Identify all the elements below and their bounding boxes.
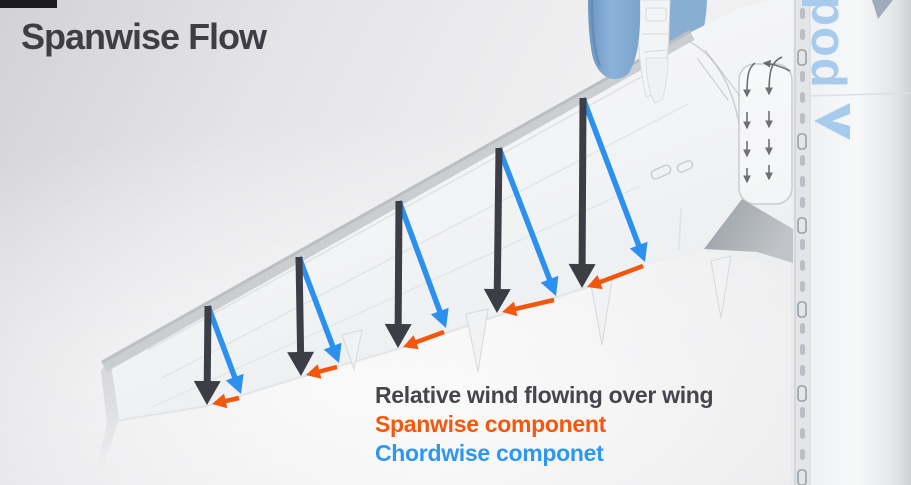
relative-wind-arrow [193, 305, 221, 405]
wing-access-slots [650, 160, 694, 180]
spanwise-component-arrow [587, 263, 644, 290]
tail-silhouette [872, 0, 893, 19]
vector-triad [287, 256, 342, 379]
flap-fairings [341, 255, 732, 373]
flap-fairing [465, 308, 489, 373]
engine-nacelle [588, 0, 671, 104]
chordwise-component-arrow [580, 97, 648, 262]
wing [95, 0, 793, 477]
root-wires [696, 49, 741, 101]
spanwise-component-arrow [502, 297, 555, 317]
wingtip [95, 357, 119, 477]
flap-fairing [341, 329, 363, 371]
legend: Relative wind flowing over wing Spanwise… [375, 381, 714, 468]
legend-spanwise: Spanwise component [375, 411, 607, 437]
relative-wind-arrow [568, 97, 596, 288]
spanwise-component-arrow [306, 364, 338, 379]
flow-direction-arrows [743, 56, 791, 184]
vector-triads-layer [193, 97, 648, 409]
relative-wind-arrow [483, 147, 511, 313]
wing-underside [101, 0, 793, 421]
corner-bar [0, 0, 57, 8]
chordwise-component-arrow [496, 147, 559, 296]
chordwise-component-arrow [396, 200, 449, 328]
legend-relative-wind: Relative wind flowing over wing [375, 382, 714, 408]
page-title: Spanwise Flow [21, 16, 267, 57]
pod-livery-text: pod [801, 0, 855, 89]
fuselage-panel-joint [808, 92, 911, 97]
flap-fairing [710, 255, 732, 319]
chordwise-component-arrow [296, 256, 342, 363]
root-trailing-edge-shadow [704, 199, 793, 263]
relative-wind-arrow [287, 256, 315, 376]
vector-triad [384, 200, 449, 350]
spanwise-component-arrow [212, 393, 240, 409]
spanwise-component-arrow [403, 329, 445, 350]
engine-nacelle-near-lobe [588, 0, 641, 80]
vector-triad [483, 147, 559, 317]
vector-triad [568, 97, 648, 290]
pod-livery-chevron-icon [814, 103, 850, 140]
trailing-edge [114, 265, 646, 422]
fuselage: pod [791, 0, 911, 485]
chordwise-component-arrow [205, 305, 244, 394]
engine-exhaust-cone [645, 57, 669, 104]
relative-wind-arrow [384, 200, 412, 348]
legend-chordwise: Chordwise componet [375, 440, 604, 466]
flap-fairing [590, 279, 613, 346]
rivet-line [797, 8, 807, 485]
vector-triad [193, 305, 244, 409]
pylon-panel-lines [642, 7, 668, 53]
